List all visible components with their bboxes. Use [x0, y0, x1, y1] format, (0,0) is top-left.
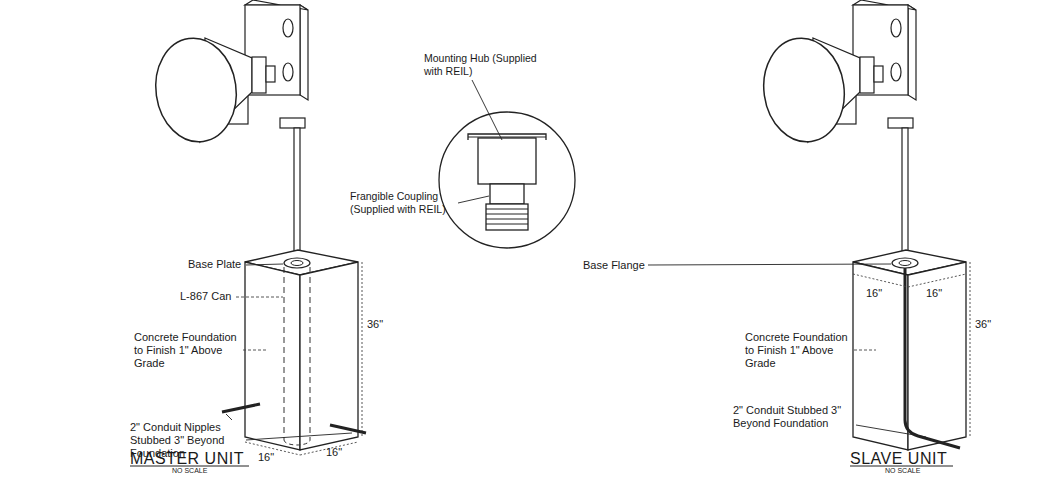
view-title: MASTER UNIT [130, 449, 244, 468]
view-title: SLAVE UNIT [850, 449, 947, 468]
note-label: Concrete Foundation to Finish 1" Above G… [134, 331, 240, 370]
dimension-label: 16" [326, 446, 342, 459]
note-label: Concrete Foundation to Finish 1" Above G… [745, 331, 851, 370]
scale-note: NO SCALE [172, 467, 207, 475]
dimension-label: 36" [367, 318, 383, 331]
dimension-label: 16" [866, 287, 882, 300]
part-label: Frangible Coupling (Supplied with REIL) [350, 190, 458, 216]
part-label: L-867 Can [180, 290, 231, 303]
dimension-label: 16" [258, 451, 274, 464]
part-label: Mounting Hub (Supplied with REIL) [424, 52, 539, 78]
part-label: Base Plate [188, 258, 241, 271]
scale-note: NO SCALE [885, 467, 920, 475]
dimension-label: 36" [975, 318, 991, 331]
note-label: 2" Conduit Stubbed 3" Beyond Foundation [733, 404, 853, 430]
dimension-label: 16" [926, 287, 942, 300]
part-label: Base Flange [583, 259, 645, 272]
